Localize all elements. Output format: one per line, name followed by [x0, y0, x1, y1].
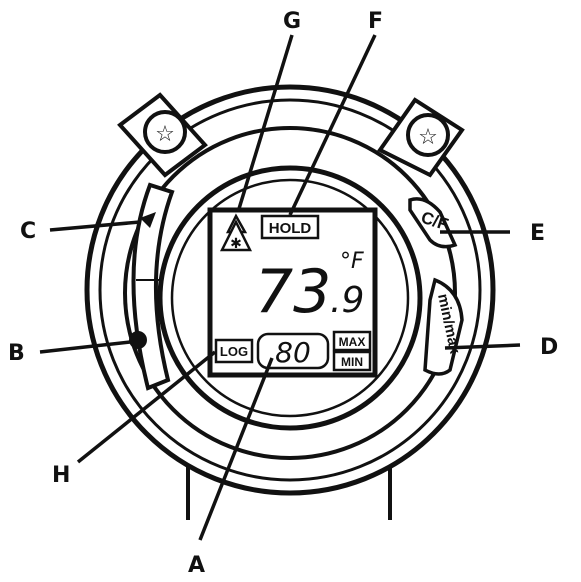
screw-mount-left: ☆	[117, 92, 208, 178]
temperature-reading: 73	[255, 257, 331, 327]
counter-box	[256, 332, 330, 370]
leader-c	[49, 220, 141, 232]
leader-h	[76, 350, 217, 464]
callout-b: B	[8, 341, 25, 366]
callout-e: E	[530, 221, 545, 246]
callout-c: C	[20, 219, 36, 244]
leader-f	[288, 34, 377, 216]
min-indicator: MIN	[341, 355, 363, 369]
callout-labels: G F C B E D H A	[8, 9, 558, 578]
callout-lines	[39, 34, 521, 541]
log-indicator: LOG	[220, 344, 248, 359]
leader-d	[444, 343, 521, 350]
counter-value: 80	[275, 336, 311, 369]
minmax-button[interactable]: min/max	[423, 277, 464, 376]
max-indicator: MAX	[339, 335, 366, 349]
max-indicator-box	[332, 330, 372, 352]
leader-a	[198, 357, 274, 541]
callout-g: G	[283, 9, 301, 34]
log-indicator-box	[214, 338, 254, 364]
temperature-decimal: .9	[330, 280, 364, 321]
leader-b	[39, 340, 131, 354]
screw-star-icon: ☆	[155, 122, 175, 147]
lcd-display: ✱ HOLD °F 73 .9 LOG 80 MAX MIN	[207, 207, 378, 378]
hold-indicator-box	[260, 214, 320, 240]
leader-g	[236, 34, 294, 213]
screw-star-icon: ☆	[418, 125, 438, 150]
dot-icon[interactable]	[129, 331, 147, 349]
left-trigger-panel[interactable]	[129, 182, 175, 391]
cf-button[interactable]: C/F	[408, 197, 458, 249]
warning-triangle-icon: ✱	[219, 213, 253, 252]
triangle-arrow-icon[interactable]	[140, 212, 156, 228]
callout-d: D	[540, 335, 558, 360]
min-indicator-box	[332, 350, 372, 372]
callout-f: F	[368, 9, 383, 34]
screw-mount-right: ☆	[377, 97, 465, 178]
temperature-unit: °F	[340, 249, 364, 274]
callout-h: H	[52, 463, 70, 488]
callout-a: A	[188, 553, 205, 578]
hold-indicator: HOLD	[269, 220, 312, 237]
svg-text:✱: ✱	[230, 236, 242, 252]
